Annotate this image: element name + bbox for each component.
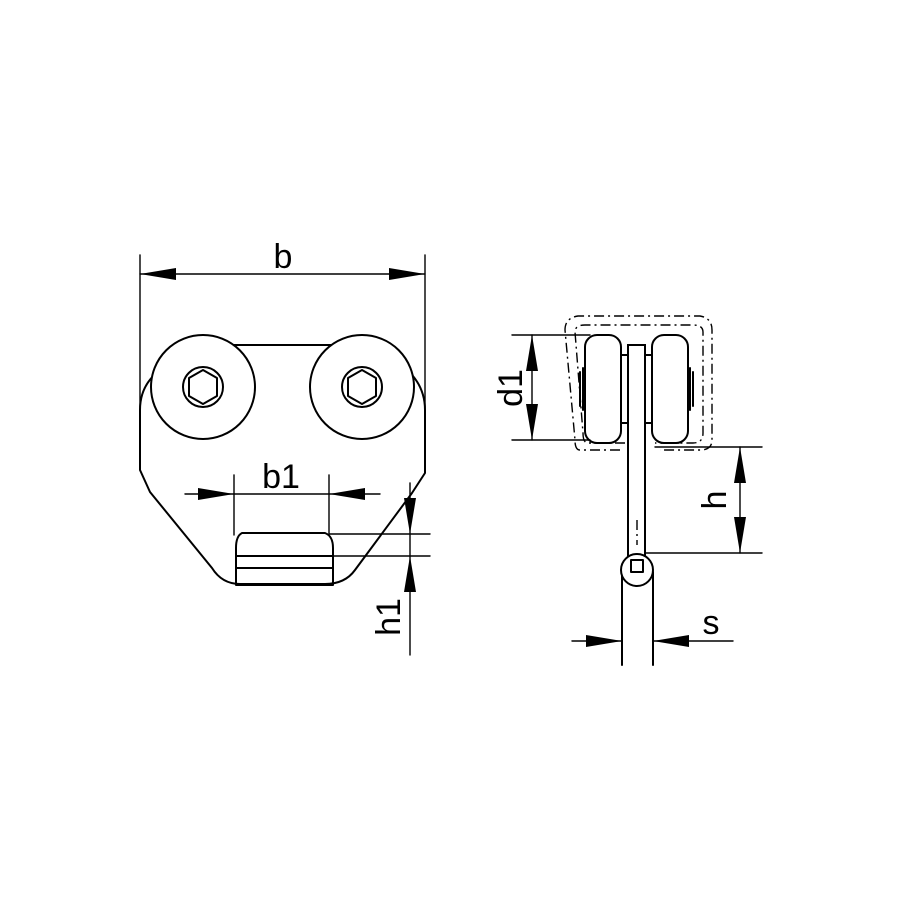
track-profile-outer	[564, 315, 713, 451]
front-view: b b1 h1	[139, 238, 431, 656]
dimension-b1: b1	[184, 458, 381, 536]
right-wheel	[309, 334, 415, 440]
right-roller	[651, 334, 694, 444]
side-view: d1 h s	[492, 315, 763, 666]
dimension-h1: h1	[329, 482, 431, 656]
label-b1: b1	[262, 458, 300, 496]
dimension-h: h	[644, 446, 763, 554]
dimension-d1: d1	[492, 334, 591, 441]
label-b: b	[274, 238, 293, 276]
left-wheel	[150, 334, 256, 440]
label-s: s	[703, 604, 720, 642]
hanger-clamp	[235, 532, 334, 586]
label-h1: h1	[370, 598, 408, 636]
label-d1: d1	[492, 369, 530, 407]
track-profile-inner	[574, 324, 704, 444]
dimension-s: s	[571, 604, 734, 647]
left-roller	[579, 334, 622, 444]
label-h: h	[696, 491, 734, 510]
hanging-rod	[620, 553, 654, 666]
dimension-b: b	[139, 238, 426, 471]
